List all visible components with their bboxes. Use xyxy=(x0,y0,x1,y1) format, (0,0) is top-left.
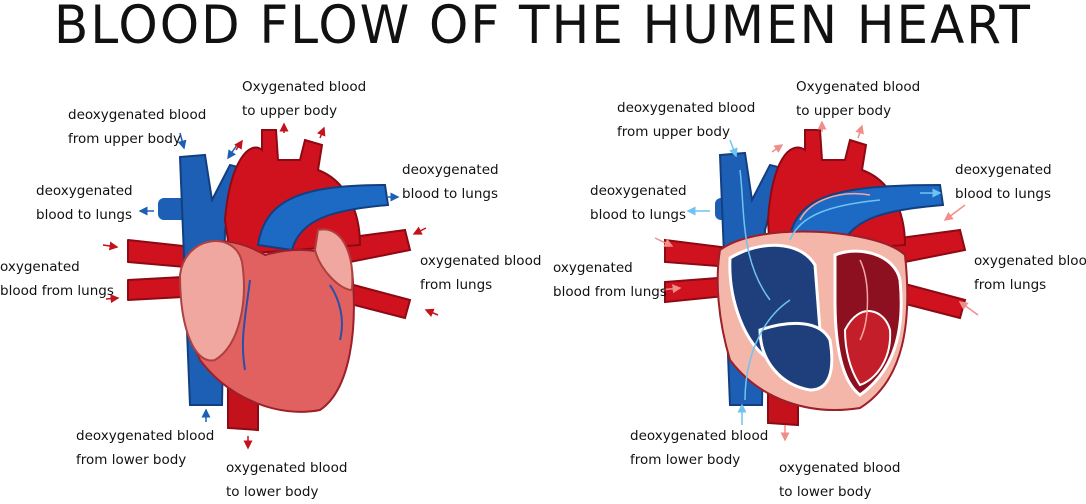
label-line: from lower body xyxy=(630,452,741,468)
aorta-arch xyxy=(223,129,362,257)
label-oxygenated-from-lungs-left: oxygenated blood from lungs xyxy=(553,256,667,304)
label-oxygenated-to-lower-body: oxygenated blood to lower body xyxy=(779,456,900,504)
label-line: to upper body xyxy=(242,103,338,119)
label-line: blood from lungs xyxy=(553,284,667,300)
label-line: blood to lungs xyxy=(590,207,687,223)
label-deoxygenated-to-lungs-left: deoxygenated blood to lungs xyxy=(590,179,687,227)
label-deoxygenated-to-lungs-right: deoxygenated blood to lungs xyxy=(955,158,1052,206)
label-oxygenated-to-lower-body: oxygenated blood to lower body xyxy=(226,456,347,504)
label-line: to lower body xyxy=(226,484,319,500)
label-line: deoxygenated xyxy=(402,162,499,178)
label-deoxygenated-from-lower-body: deoxygenated blood from lower body xyxy=(630,424,768,472)
label-line: blood to lungs xyxy=(955,186,1052,202)
label-deoxygenated-to-lungs-left: deoxygenated blood to lungs xyxy=(36,179,133,227)
label-line: from lungs xyxy=(974,277,1047,293)
flow-arrows-right xyxy=(654,120,979,442)
label-deoxygenated-to-lungs-right: deoxygenated blood to lungs xyxy=(402,158,499,206)
label-line: oxygenated xyxy=(0,259,80,275)
pulmonary-artery xyxy=(256,183,390,252)
cross-section-heart xyxy=(664,129,967,427)
label-line: from upper body xyxy=(68,131,181,147)
label-deoxygenated-from-upper-body: deoxygenated blood from upper body xyxy=(68,103,206,151)
label-line: from upper body xyxy=(617,124,730,140)
label-line: from lower body xyxy=(76,452,187,468)
right-atrium xyxy=(178,240,245,362)
label-line: deoxygenated blood xyxy=(68,107,207,123)
label-line: blood from lungs xyxy=(0,283,114,299)
external-heart xyxy=(127,129,412,432)
page-title: BLOOD FLOW OF THE HUMEN HEART xyxy=(54,0,1032,56)
label-oxygenated-from-lungs-right: oxygenated blood from lungs xyxy=(420,249,541,297)
label-line: deoxygenated blood xyxy=(617,100,756,116)
flow-arrows-left xyxy=(102,122,439,450)
label-line: blood to lungs xyxy=(402,186,499,202)
label-line: blood to lungs xyxy=(36,207,133,223)
label-oxygenated-to-upper-body: Oxygenated blood to upper body xyxy=(796,75,920,123)
label-oxygenated-from-lungs-left: oxygenated blood from lungs xyxy=(0,255,114,303)
label-line: to upper body xyxy=(796,103,892,119)
label-line: deoxygenated xyxy=(955,162,1052,178)
label-deoxygenated-from-upper-body: deoxygenated blood from upper body xyxy=(617,96,755,144)
label-oxygenated-to-upper-body: Oxygenated blood to upper body xyxy=(242,75,366,123)
left-atrium xyxy=(313,228,354,292)
label-line: from lungs xyxy=(420,277,493,293)
label-line: Oxygenated blood xyxy=(242,79,367,95)
label-line: oxygenated blood xyxy=(420,253,542,269)
label-line: oxygenated blood xyxy=(974,253,1086,269)
label-line: oxygenated blood xyxy=(779,460,901,476)
label-deoxygenated-from-lower-body: deoxygenated blood from lower body xyxy=(76,424,214,472)
label-line: deoxygenated blood xyxy=(630,428,769,444)
label-line: to lower body xyxy=(779,484,872,500)
label-line: deoxygenated xyxy=(590,183,687,199)
label-line: Oxygenated blood xyxy=(796,79,921,95)
label-line: deoxygenated blood xyxy=(76,428,215,444)
label-oxygenated-from-lungs-right: oxygenated blood from lungs xyxy=(974,249,1086,297)
label-line: oxygenated blood xyxy=(226,460,348,476)
label-line: oxygenated xyxy=(553,260,633,276)
label-line: deoxygenated xyxy=(36,183,133,199)
